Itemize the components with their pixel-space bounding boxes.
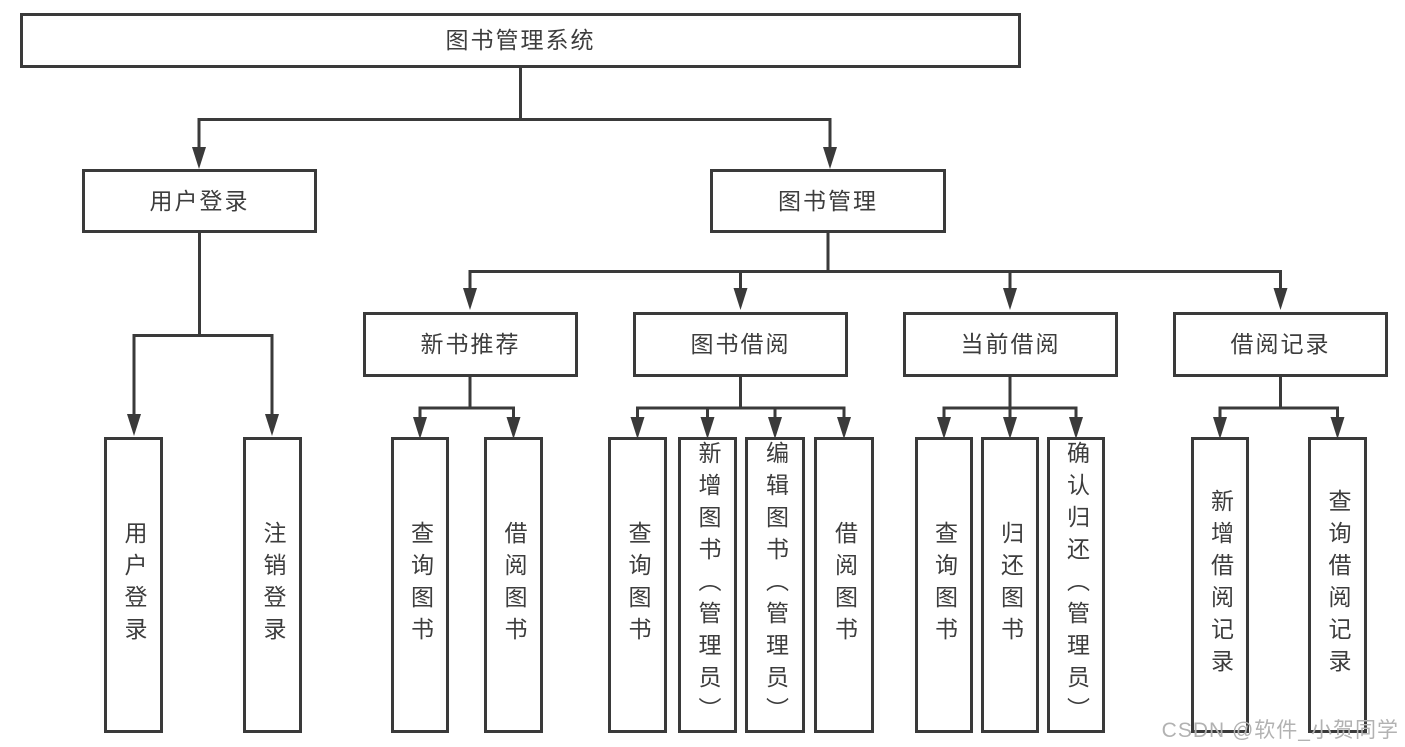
leaf-return-books: 归还图书	[981, 437, 1039, 733]
leaf-query-books-recommend: 查询图书	[391, 437, 449, 733]
node-borrowing-records: 借阅记录	[1173, 312, 1388, 377]
leaf-edit-books-admin: 编辑图书（管理员）	[745, 437, 805, 733]
leaf-user-login-label: 用户登录	[121, 521, 147, 649]
leaf-confirm-return-admin: 确认归还（管理员）	[1047, 437, 1105, 733]
node-user-login: 用户登录	[82, 169, 317, 233]
node-book-management-label: 图书管理	[778, 187, 878, 214]
leaf-borrow-books-borrowing-label: 借阅图书	[831, 521, 858, 649]
leaf-add-borrow-record-label: 新增借阅记录	[1207, 489, 1234, 681]
leaf-query-borrow-record: 查询借阅记录	[1308, 437, 1367, 733]
leaf-user-login: 用户登录	[104, 437, 163, 733]
leaf-logout: 注销登录	[243, 437, 302, 733]
csdn-watermark: CSDN @软件_小贺同学	[1161, 719, 1399, 742]
node-current-borrowing-label: 当前借阅	[960, 331, 1061, 357]
leaf-query-books-borrowing: 查询图书	[608, 437, 667, 733]
node-user-login-label: 用户登录	[149, 187, 250, 214]
node-current-borrowing: 当前借阅	[903, 312, 1118, 377]
leaf-add-books-admin: 新增图书（管理员）	[678, 437, 737, 733]
leaf-logout-label: 注销登录	[260, 521, 286, 649]
leaf-query-books-borrowing-label: 查询图书	[625, 521, 651, 649]
leaf-borrow-books-recommend: 借阅图书	[484, 437, 543, 733]
leaf-add-borrow-record: 新增借阅记录	[1191, 437, 1249, 733]
leaf-return-books-label: 归还图书	[997, 521, 1024, 649]
node-book-management: 图书管理	[710, 169, 946, 233]
leaf-add-books-admin-label: 新增图书（管理员）	[695, 441, 721, 729]
leaf-borrow-books-recommend-label: 借阅图书	[501, 521, 527, 649]
leaf-borrow-books-borrowing: 借阅图书	[814, 437, 874, 733]
leaf-query-borrow-record-label: 查询借阅记录	[1325, 489, 1351, 681]
node-new-book-recommend: 新书推荐	[363, 312, 578, 377]
leaf-query-books-current-label: 查询图书	[931, 521, 958, 649]
node-root-label: 图书管理系统	[445, 27, 596, 53]
node-book-borrowing-label: 图书借阅	[690, 331, 791, 357]
node-book-borrowing: 图书借阅	[633, 312, 848, 377]
node-root: 图书管理系统	[20, 13, 1021, 68]
leaf-confirm-return-admin-label: 确认归还（管理员）	[1063, 441, 1090, 729]
leaf-edit-books-admin-label: 编辑图书（管理员）	[762, 441, 789, 729]
node-borrowing-records-label: 借阅记录	[1230, 331, 1331, 357]
node-new-book-recommend-label: 新书推荐	[420, 331, 521, 357]
leaf-query-books-current: 查询图书	[915, 437, 973, 733]
leaf-query-books-recommend-label: 查询图书	[407, 521, 434, 649]
